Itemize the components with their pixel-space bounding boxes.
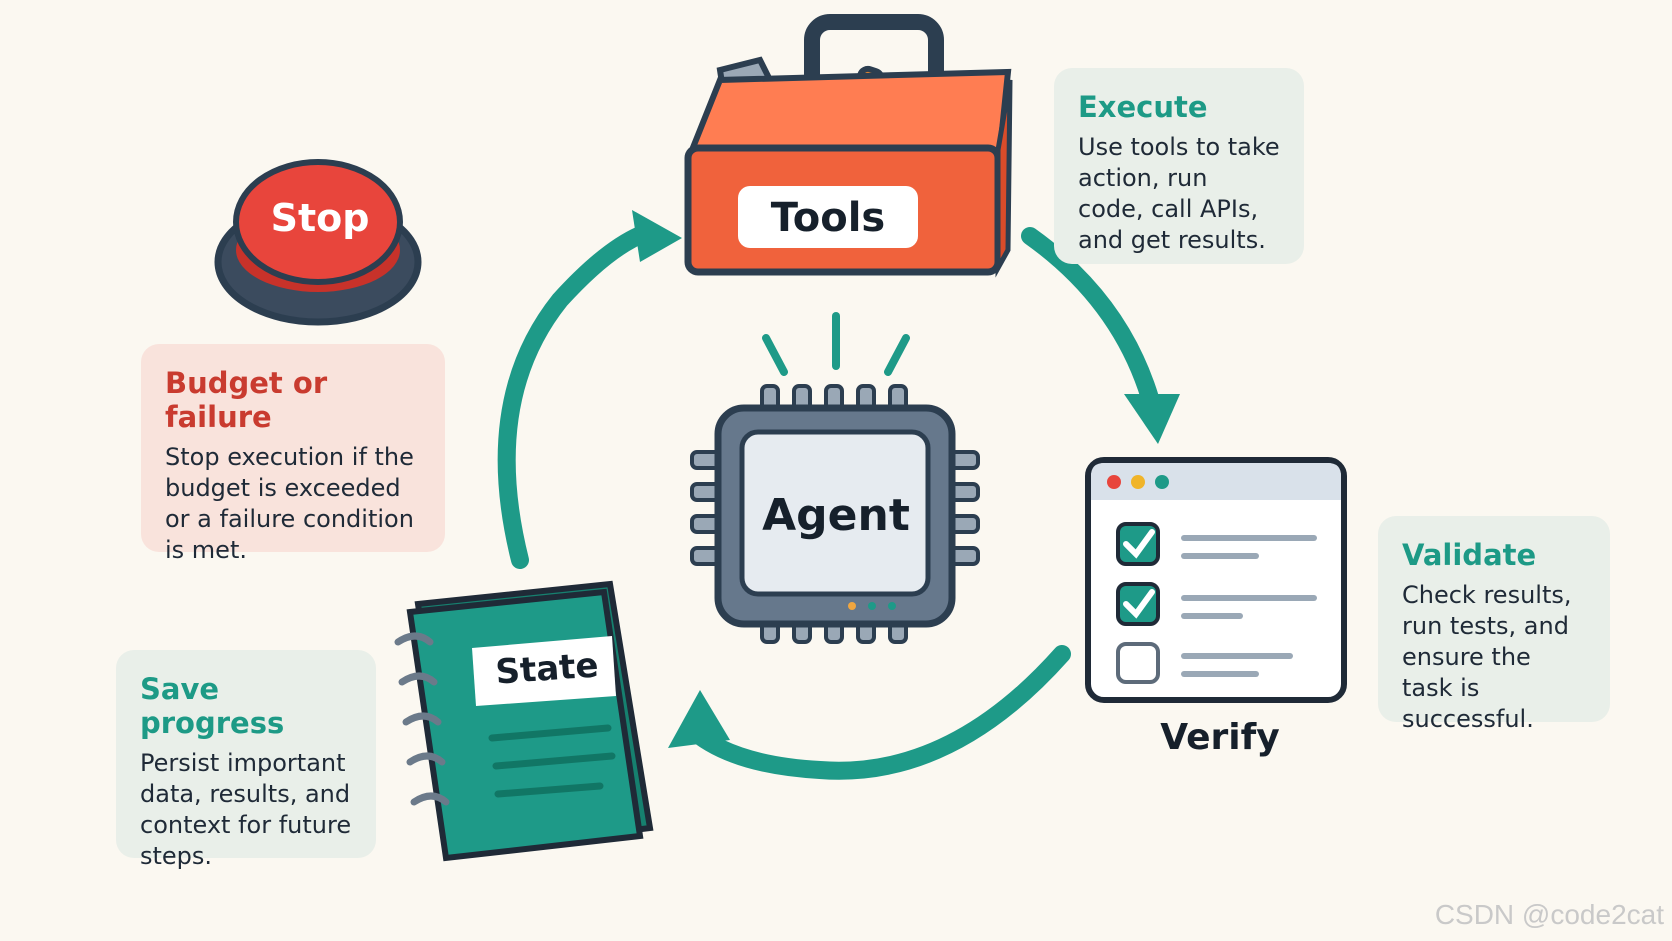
- tools-label: Tools: [770, 195, 886, 241]
- arrow-verify-to-state: [681, 645, 1071, 780]
- save-progress-body: Persist important data, results, and con…: [140, 749, 352, 870]
- state-label: State: [494, 645, 600, 693]
- save-progress-title: Save progress: [140, 672, 285, 740]
- budget-body: Stop execution if the budget is exceeded…: [165, 443, 414, 564]
- arrowheads: [632, 210, 1180, 748]
- validate-title: Validate: [1402, 538, 1537, 572]
- save-progress-note: Save progress Persist important data, re…: [116, 650, 376, 870]
- budget-note: Budget or failure Stop execution if the …: [141, 344, 445, 564]
- execute-body: Use tools to take action, run code, call…: [1078, 133, 1280, 254]
- cycle-arrow-icon: [497, 223, 1159, 780]
- arrow-state-to-tools: [497, 223, 657, 569]
- budget-title: Budget or failure: [165, 366, 328, 434]
- validate-note: Validate Check results, run tests, and e…: [1378, 516, 1610, 733]
- execute-title: Execute: [1078, 90, 1208, 124]
- checklist-window-icon: [1085, 457, 1347, 703]
- verify-label: Verify: [1160, 717, 1280, 758]
- stop-label: Stop: [270, 196, 370, 240]
- stop-button-icon: [214, 159, 422, 326]
- notebook-icon: [394, 580, 654, 862]
- validate-body: Check results, run tests, and ensure the…: [1402, 581, 1572, 733]
- arrow-tools-to-verify: [1021, 227, 1159, 407]
- execute-note: Execute Use tools to take action, run co…: [1054, 68, 1304, 264]
- watermark: CSDN @code2cat: [1434, 899, 1664, 930]
- toolbox-icon: [684, 14, 1013, 278]
- agent-label: Agent: [762, 490, 910, 541]
- chip-icon: [690, 312, 980, 644]
